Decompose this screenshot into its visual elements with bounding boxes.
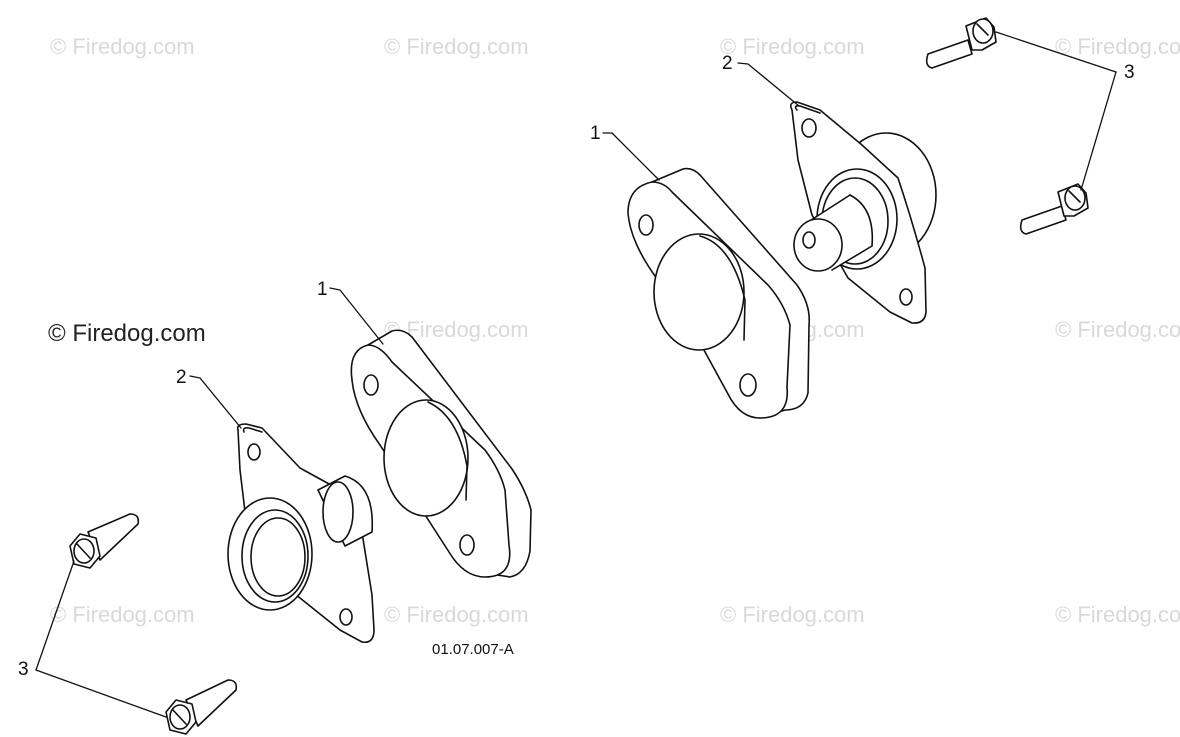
callout-2-left: 2 [176, 367, 187, 388]
leader-3-left-b [35, 669, 167, 718]
leader-3-right-b [1080, 71, 1117, 191]
callout-2-right: 2 [722, 53, 733, 74]
callout-3-right: 3 [1124, 62, 1135, 83]
callout-1-left: 1 [317, 279, 328, 300]
bearing-flange-right [790, 101, 937, 324]
bolt-right-bottom [1019, 183, 1089, 235]
leader-1-left [329, 287, 384, 345]
bolt-right-top [925, 17, 997, 69]
bolt-left-bottom [165, 679, 238, 735]
spacer-left [350, 329, 532, 578]
leader-2-right [737, 62, 800, 107]
callout-3-left: 3 [18, 659, 29, 680]
leader-2-left [189, 375, 242, 429]
leader-3-right-a [995, 31, 1117, 73]
bolt-left-top [69, 513, 140, 569]
leader-3-left-a [35, 560, 75, 671]
figure-reference-code: 01.07.007-A [432, 641, 514, 658]
leader-lines [35, 31, 1117, 718]
spacer-right [627, 167, 811, 419]
bearing-flange-left [227, 423, 375, 644]
firedog-watermark: © Firedog.com [48, 320, 206, 347]
leader-1-right [602, 132, 660, 181]
callout-1-right: 1 [590, 123, 601, 144]
